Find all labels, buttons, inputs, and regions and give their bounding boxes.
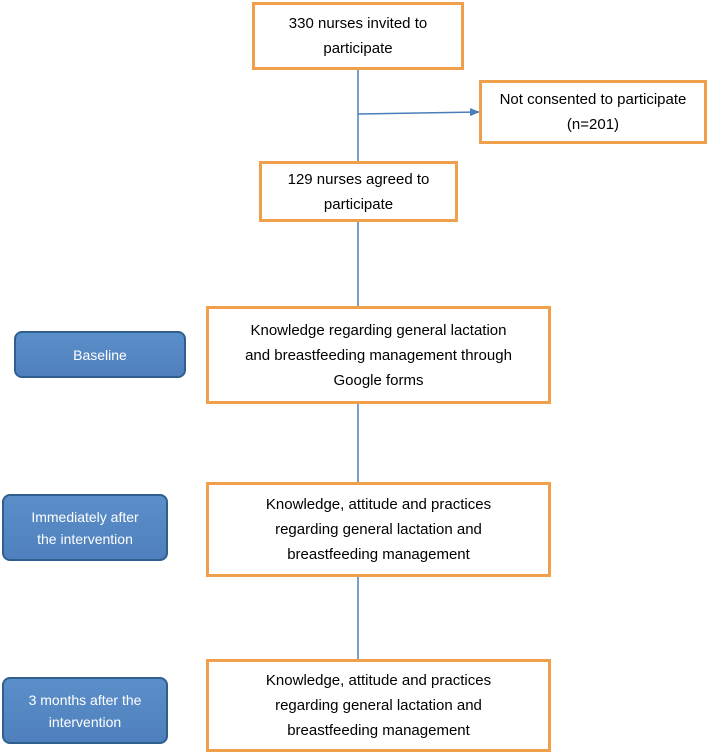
invited-box: 330 nurses invited to participate [252,2,464,70]
baseline-assessment-box: Knowledge regarding general lactation an… [206,306,551,404]
stage-three-months-after: 3 months after the intervention [2,677,168,744]
stage-baseline: Baseline [14,331,186,378]
followup-assessment-box: Knowledge, attitude and practices regard… [206,659,551,752]
post-intervention-assessment-box: Knowledge, attitude and practices regard… [206,482,551,577]
agreed-box: 129 nurses agreed to participate [259,161,458,222]
stage-immediately-after: Immediately after the intervention [2,494,168,561]
connector-exclusion-arrow [357,108,480,117]
not-consented-box: Not consented to participate (n=201) [479,80,707,144]
